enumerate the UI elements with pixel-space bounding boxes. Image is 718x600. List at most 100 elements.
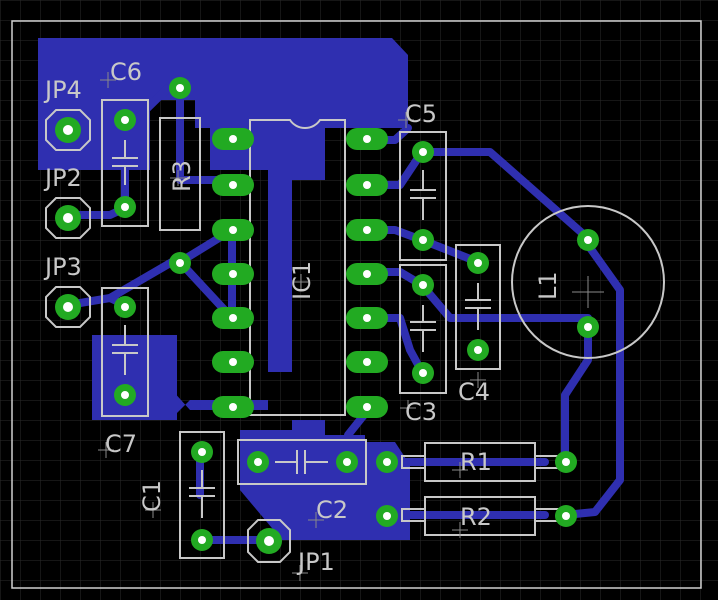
label-c7: C7 xyxy=(105,430,137,458)
r1-drill-2 xyxy=(562,458,570,466)
jp1-outline xyxy=(247,519,291,563)
origin-c2 xyxy=(308,512,324,528)
component-pads xyxy=(55,77,599,554)
c4-symbol xyxy=(465,283,491,330)
jp4-drill xyxy=(63,125,73,135)
c1-outline xyxy=(179,431,225,559)
c2-drill-2 xyxy=(343,458,351,466)
r1-lead-left xyxy=(401,455,426,469)
origin-c4 xyxy=(470,372,486,388)
c3-symbol xyxy=(410,305,436,352)
c6-drill-2 xyxy=(121,203,129,211)
silkscreen xyxy=(45,99,665,563)
capacitor-symbols xyxy=(112,140,491,518)
trace-l1-r1 xyxy=(561,324,592,466)
copper-pour-c7 xyxy=(92,335,177,420)
ic1-drill-5 xyxy=(229,314,237,322)
origin-markers xyxy=(98,72,604,581)
r2-drill-2 xyxy=(562,512,570,520)
jp3-outline xyxy=(45,286,91,328)
origin-c6 xyxy=(100,72,116,88)
c7-outline xyxy=(101,287,149,417)
label-r1: R1 xyxy=(460,448,492,476)
origin-c1 xyxy=(145,502,161,518)
origin-c5 xyxy=(398,112,414,128)
label-c6: C6 xyxy=(110,58,142,86)
origin-c3 xyxy=(400,400,416,416)
origin-r2 xyxy=(452,522,468,538)
ic1-drill-14 xyxy=(363,135,371,143)
c4-drill-1 xyxy=(474,259,482,267)
ic1-drill-4 xyxy=(229,270,237,278)
c3-drill-1 xyxy=(419,281,427,289)
jp4-outline xyxy=(45,109,91,151)
ic1-drill-3 xyxy=(229,226,237,234)
ic1-drill-12 xyxy=(363,226,371,234)
label-c5: C5 xyxy=(405,100,437,128)
origin-l1 xyxy=(572,276,604,308)
c1-drill-1 xyxy=(198,448,206,456)
label-jp2: JP2 xyxy=(43,164,82,192)
label-c3: C3 xyxy=(405,398,437,426)
c7-drill-2 xyxy=(121,391,129,399)
ic1-drill-2 xyxy=(229,181,237,189)
c5-outline xyxy=(399,131,447,261)
c5-drill-2 xyxy=(419,236,427,244)
c1-symbol xyxy=(189,470,215,518)
ic1-drill-13 xyxy=(363,181,371,189)
c6-outline xyxy=(101,99,149,227)
label-jp4: JP4 xyxy=(43,76,82,104)
ic1-pads xyxy=(212,128,388,418)
label-jp1: JP1 xyxy=(296,548,335,576)
origin-r1 xyxy=(452,462,468,478)
c4-drill-2 xyxy=(474,346,482,354)
r2-drill-1 xyxy=(383,512,391,520)
c6-drill-1 xyxy=(121,116,129,124)
ic1-drill-10 xyxy=(363,314,371,322)
ic1-outline xyxy=(249,119,346,416)
r2-lead-left xyxy=(401,508,426,522)
c7-symbol xyxy=(112,325,138,375)
c2-drill-1 xyxy=(254,458,262,466)
origin-r3 xyxy=(170,170,186,186)
label-jp3: JP3 xyxy=(43,253,82,281)
ic1-drill-9 xyxy=(363,358,371,366)
c6-symbol xyxy=(112,140,138,185)
trace-l1-r2 xyxy=(561,241,624,519)
l1-outline xyxy=(511,205,665,359)
label-r2: R2 xyxy=(460,503,492,531)
c3-drill-2 xyxy=(419,369,427,377)
origin-ic1 xyxy=(293,274,309,290)
board-outline xyxy=(11,20,702,589)
label-ic1: IC1 xyxy=(288,261,316,300)
jp2-drill xyxy=(63,213,73,223)
label-l1: L1 xyxy=(534,271,562,300)
c5-symbol xyxy=(410,170,436,220)
c2-symbol xyxy=(275,450,328,474)
c2-outline xyxy=(237,439,367,485)
label-r3: R3 xyxy=(168,160,196,192)
ic1-drill-8 xyxy=(363,403,371,411)
jp3-drill xyxy=(63,302,73,312)
label-c2: C2 xyxy=(316,496,348,524)
ic1-drill-1 xyxy=(229,135,237,143)
jp1-drill xyxy=(264,536,274,546)
r1-drill-1 xyxy=(383,458,391,466)
origin-c7 xyxy=(98,442,114,458)
label-c1: C1 xyxy=(138,480,166,512)
r3-drill-1 xyxy=(176,84,184,92)
r3-outline xyxy=(159,117,201,231)
origin-jp1 xyxy=(292,565,308,581)
ic1-drill-7 xyxy=(229,403,237,411)
ic1-drill-6 xyxy=(229,358,237,366)
l1-drill-2 xyxy=(584,323,592,331)
c3-outline xyxy=(399,264,447,394)
c4-outline xyxy=(455,244,501,370)
c7-drill-1 xyxy=(121,303,129,311)
r3-drill-2 xyxy=(176,259,184,267)
c5-drill-1 xyxy=(419,148,427,156)
trace-c3-l1 xyxy=(418,281,592,322)
jp2-outline xyxy=(45,197,91,239)
ic1-drill-11 xyxy=(363,270,371,278)
